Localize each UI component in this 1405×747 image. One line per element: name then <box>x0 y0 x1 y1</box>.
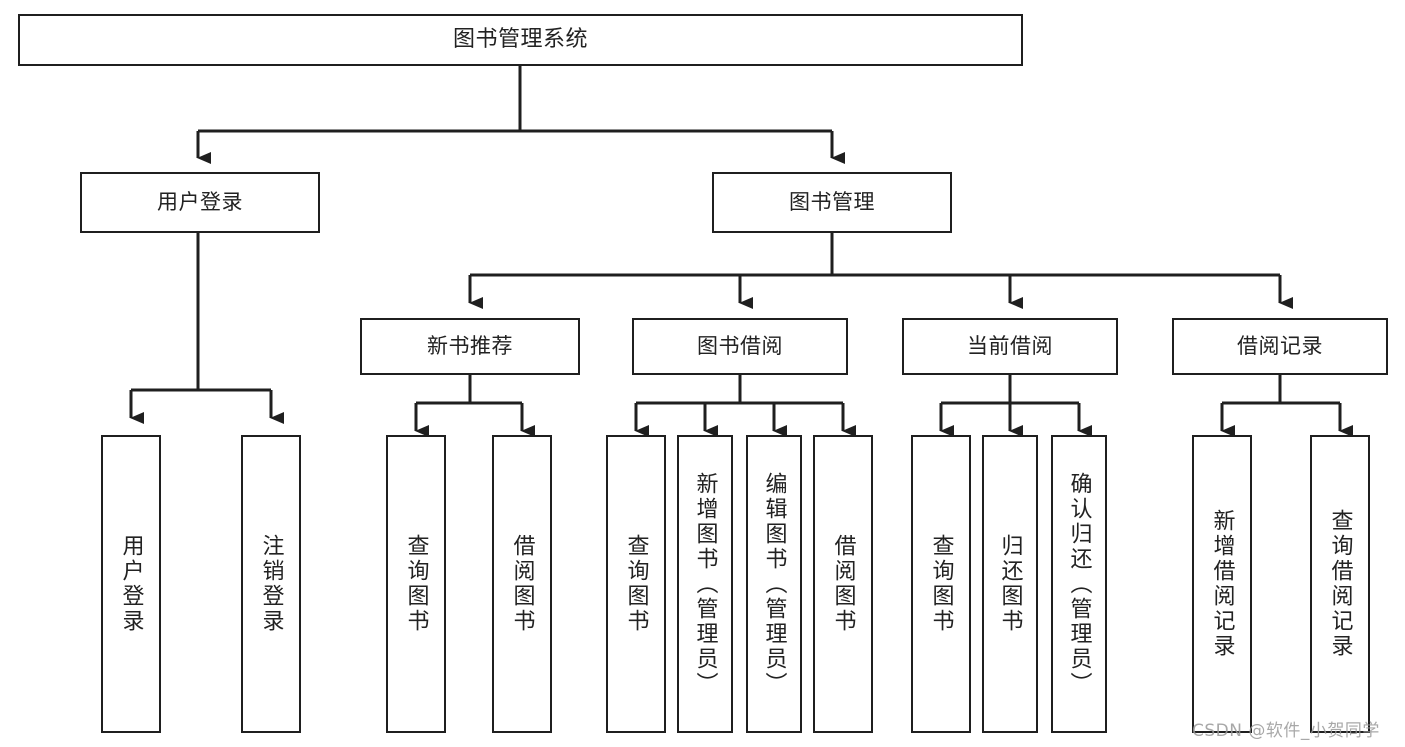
node-current-borrow[interactable]: 当前借阅 <box>902 318 1118 375</box>
node-label: 用户登录 <box>118 534 144 634</box>
node-new-book-recommend[interactable]: 新书推荐 <box>360 318 580 375</box>
leaf-book-borrow-borrow-book[interactable]: 借阅图书 <box>813 435 873 733</box>
node-label: 注销登录 <box>258 534 284 634</box>
node-user-login[interactable]: 用户登录 <box>80 172 320 233</box>
node-label: 借阅记录 <box>1237 334 1323 359</box>
leaf-borrow-record-query-record[interactable]: 查询借阅记录 <box>1310 435 1370 733</box>
node-root-book-management-system[interactable]: 图书管理系统 <box>18 14 1023 66</box>
node-book-borrow[interactable]: 图书借阅 <box>632 318 848 375</box>
node-label: 当前借阅 <box>967 334 1053 359</box>
leaf-new-book-query-book[interactable]: 查询图书 <box>386 435 446 733</box>
leaf-current-borrow-query-book[interactable]: 查询图书 <box>911 435 971 733</box>
node-borrow-record[interactable]: 借阅记录 <box>1172 318 1388 375</box>
node-label: 查询借阅记录 <box>1327 509 1353 659</box>
node-label: 查询图书 <box>928 534 954 634</box>
node-label: 查询图书 <box>623 534 649 634</box>
node-label: 借阅图书 <box>509 534 535 634</box>
node-label: 图书管理系统 <box>452 27 588 53</box>
leaf-current-borrow-confirm-return-admin[interactable]: 确认归还（管理员） <box>1051 435 1107 733</box>
leaf-user-login-login[interactable]: 用户登录 <box>101 435 161 733</box>
node-label: 借阅图书 <box>830 534 856 634</box>
leaf-new-book-borrow-book[interactable]: 借阅图书 <box>492 435 552 733</box>
node-label: 新增借阅记录 <box>1209 509 1235 659</box>
node-label: 查询图书 <box>403 534 429 634</box>
leaf-book-borrow-query-book[interactable]: 查询图书 <box>606 435 666 733</box>
node-label: 编辑图书（管理员） <box>761 471 787 697</box>
node-label: 新书推荐 <box>427 334 513 359</box>
leaf-book-borrow-edit-book-admin[interactable]: 编辑图书（管理员） <box>746 435 802 733</box>
leaf-borrow-record-add-record[interactable]: 新增借阅记录 <box>1192 435 1252 733</box>
node-label: 确认归还（管理员） <box>1066 471 1092 697</box>
node-label: 图书借阅 <box>697 334 783 359</box>
leaf-current-borrow-return-book[interactable]: 归还图书 <box>982 435 1038 733</box>
node-label: 新增图书（管理员） <box>692 471 718 697</box>
node-book-management[interactable]: 图书管理 <box>712 172 952 233</box>
leaf-book-borrow-add-book-admin[interactable]: 新增图书（管理员） <box>677 435 733 733</box>
node-label: 用户登录 <box>157 190 243 215</box>
csdn-watermark: CSDN @软件_小贺同学 <box>1192 721 1380 741</box>
node-label: 归还图书 <box>997 534 1023 634</box>
node-label: 图书管理 <box>789 190 875 215</box>
leaf-user-login-logout[interactable]: 注销登录 <box>241 435 301 733</box>
